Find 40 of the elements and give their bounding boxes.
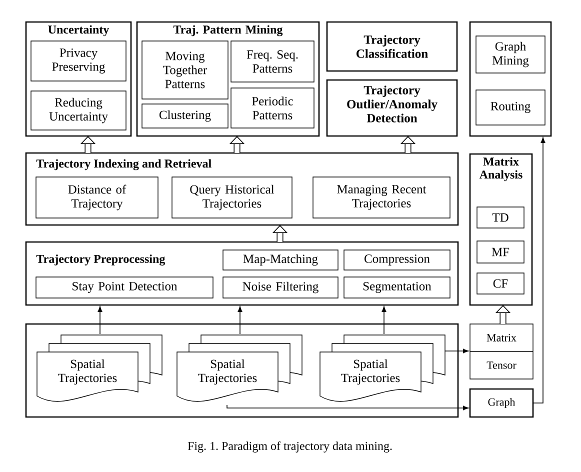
process-box: Managing Recent Trajectories [312,176,450,218]
process-box: Routing [476,90,546,126]
split-box: Matrix Tensor [470,324,534,380]
arrow [382,306,386,334]
process-box: Periodic Patterns [230,88,314,128]
arrow [226,404,469,410]
group-box [469,21,552,137]
arrow [532,137,546,404]
document-stack: Spatial Trajectories [176,334,302,402]
group-heading: Uncertainty [48,25,110,36]
process-box: Trajectory Outlier/Anomaly Detection [326,79,458,137]
group-heading: Matrix Analysis [479,157,522,182]
process-box: CF [476,272,524,294]
process-box: Query Historical Trajectories [172,176,292,218]
arrow [98,306,102,334]
process-box: Stay Point Detection [36,276,214,298]
process-box: Segmentation [344,276,450,298]
arrow [238,306,242,334]
process-box: Reducing Uncertainty [30,90,126,130]
process-box: Compression [344,250,450,270]
process-box: Map-Matching [222,250,338,270]
process-box: Privacy Preserving [30,40,126,82]
document-stack: Spatial Trajectories [36,334,162,402]
figure-caption: Fig. 1. Paradigm of trajectory data mining. [188,441,392,453]
process-box: Moving Together Patterns [142,40,228,100]
group-heading: Trajectory Preprocessing [36,254,166,266]
process-box: Noise Filtering [222,276,338,298]
process-box: Freq. Seq. Patterns [230,40,314,82]
process-box: Trajectory Classification [326,21,458,72]
group-heading: Trajectory Indexing and Retrieval [36,159,212,170]
document-stack: Spatial Trajectories [320,334,446,402]
process-box: TD [476,206,524,228]
process-box: Graph Mining [476,36,546,74]
arrow [444,348,469,354]
process-box: Distance of Trajectory [36,176,158,218]
group-box [25,323,459,418]
process-box: Clustering [142,104,228,128]
group-heading: Traj. Pattern Mining [173,25,283,36]
process-box: MF [476,240,524,264]
process-box: Graph [469,388,534,418]
